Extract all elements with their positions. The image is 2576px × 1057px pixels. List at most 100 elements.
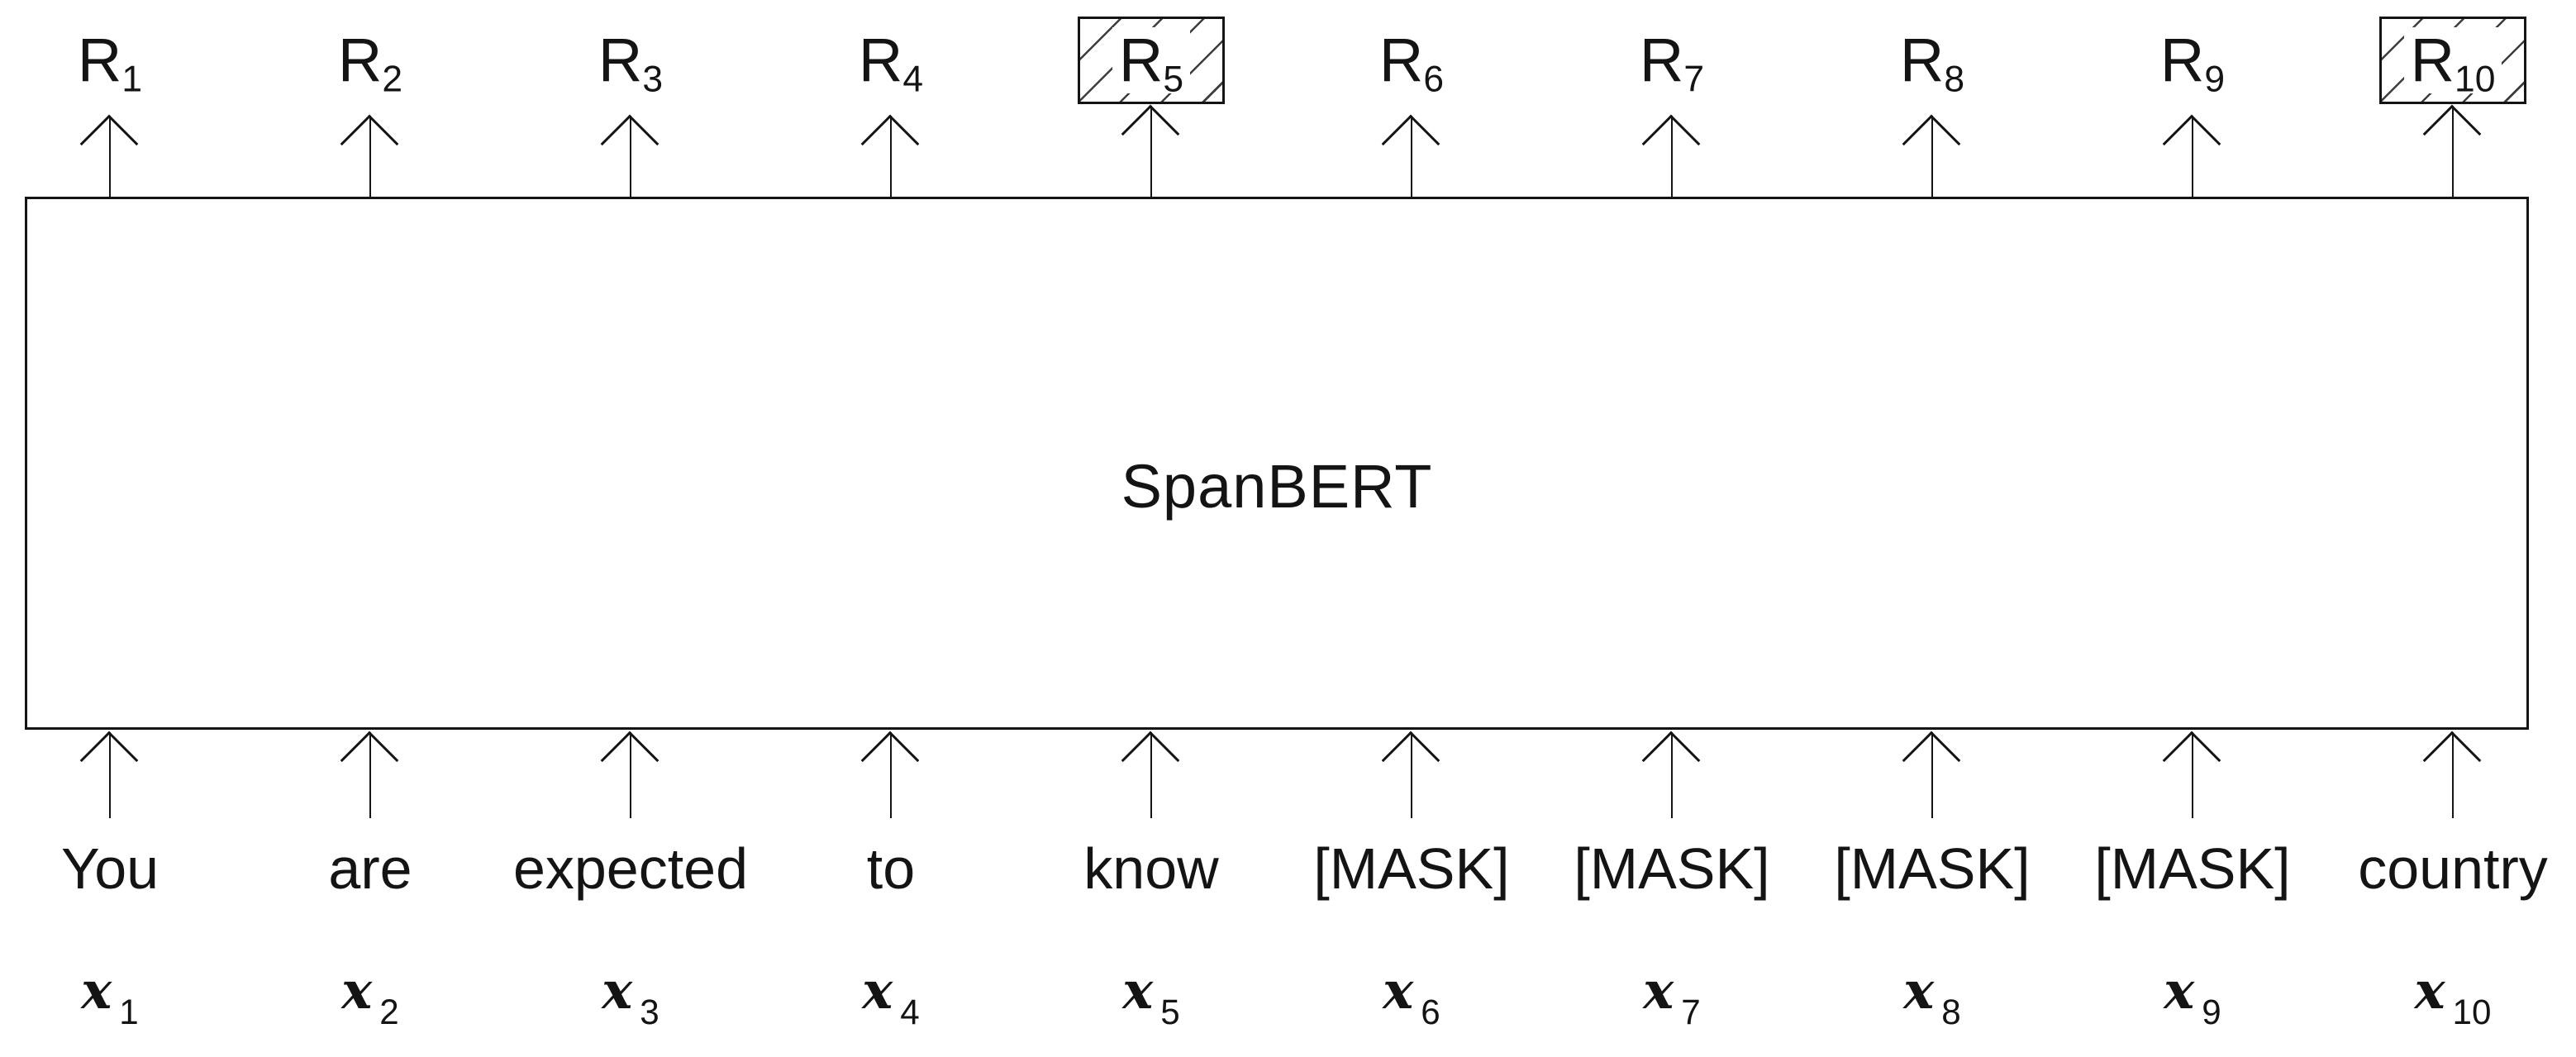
output-symbol: R	[77, 26, 122, 94]
output-representation-label: R1	[78, 30, 142, 98]
output-subscript: 10	[2455, 59, 2496, 100]
output-representation-label: R6	[1379, 30, 1444, 98]
up-arrow-head-icon	[340, 731, 399, 790]
up-arrow-head-icon	[1902, 114, 1961, 174]
up-arrow-shaft-top	[108, 116, 112, 197]
input-symbol: x	[81, 960, 112, 1021]
output-symbol: R	[858, 26, 903, 94]
input-token: to	[866, 836, 916, 901]
output-representation-label: R9	[2160, 30, 2225, 98]
up-arrow-head-icon	[1902, 731, 1961, 790]
input-subscript: 7	[1681, 992, 1701, 1031]
output-symbol: R	[2410, 26, 2455, 94]
up-arrow-shaft-top	[2191, 116, 2194, 197]
up-arrow-shaft-bottom	[2191, 732, 2194, 818]
input-symbol: x	[602, 960, 633, 1021]
up-arrow-head-icon	[2422, 104, 2482, 164]
input-subscript: 6	[1421, 992, 1440, 1031]
output-representation-label: R2	[338, 30, 402, 98]
input-symbol: x	[1643, 960, 1674, 1021]
up-arrow-shaft-top	[1410, 116, 1413, 197]
output-subscript: 3	[642, 59, 664, 100]
output-representation-box: R7	[1640, 17, 1704, 104]
output-subscript: 4	[902, 59, 924, 100]
output-symbol: R	[1118, 26, 1164, 94]
output-representation-box: R8	[1900, 17, 1964, 104]
input-subscript: 2	[379, 992, 399, 1031]
up-arrow-head-icon	[1641, 731, 1701, 790]
output-subscript: 5	[1163, 59, 1184, 100]
up-arrow-shaft-top	[1150, 106, 1153, 197]
output-representation-box: R5	[1078, 17, 1225, 104]
input-subscript: 4	[900, 992, 920, 1031]
input-subscript: 3	[640, 992, 659, 1031]
input-token: country	[2358, 836, 2548, 901]
up-arrow-head-icon	[600, 114, 659, 174]
up-arrow-shaft-bottom	[369, 732, 372, 818]
output-representation-box: R2	[338, 17, 402, 104]
output-representation-label: R7	[1640, 30, 1704, 98]
input-token: know	[1083, 836, 1219, 901]
up-arrow-shaft-bottom	[2451, 732, 2455, 818]
up-arrow-head-icon	[860, 114, 920, 174]
input-subscript: 8	[1941, 992, 1961, 1031]
up-arrow-head-icon	[79, 114, 139, 174]
output-representation-label: R10	[2403, 26, 2502, 98]
up-arrow-head-icon	[1641, 114, 1701, 174]
output-representation-box: R3	[598, 17, 663, 104]
up-arrow-shaft-top	[889, 116, 893, 197]
input-symbol: x	[1122, 960, 1154, 1021]
input-subscript: 10	[2452, 992, 2492, 1031]
up-arrow-head-icon	[2422, 731, 2482, 790]
output-representation-box: R9	[2160, 17, 2225, 104]
output-subscript: 8	[1944, 59, 1965, 100]
up-arrow-head-icon	[79, 731, 139, 790]
input-token: You	[60, 836, 160, 901]
up-arrow-head-icon	[1121, 731, 1180, 790]
output-representation-label: R4	[859, 30, 923, 98]
input-token: [MASK]	[1313, 836, 1510, 901]
output-symbol: R	[598, 26, 643, 94]
up-arrow-head-icon	[1381, 114, 1440, 174]
input-token: expected	[512, 836, 749, 901]
up-arrow-shaft-bottom	[1150, 732, 1153, 818]
input-token: [MASK]	[2094, 836, 2291, 901]
input-token: are	[328, 836, 412, 901]
output-representation-box: R10	[2379, 17, 2526, 104]
output-subscript: 9	[2204, 59, 2226, 100]
input-token: [MASK]	[1834, 836, 2031, 901]
input-subscript: 9	[2202, 992, 2221, 1031]
output-subscript: 6	[1423, 59, 1445, 100]
output-representation-label: R8	[1900, 30, 1964, 98]
model-box: SpanBERT	[25, 197, 2529, 730]
output-representation-box: R6	[1379, 17, 1444, 104]
output-symbol: R	[337, 26, 383, 94]
up-arrow-head-icon	[1121, 104, 1180, 164]
up-arrow-head-icon	[2162, 114, 2221, 174]
input-token: [MASK]	[1574, 836, 1770, 901]
output-symbol: R	[1899, 26, 1945, 94]
up-arrow-shaft-top	[1670, 116, 1674, 197]
input-symbol: x	[862, 960, 893, 1021]
output-subscript: 1	[121, 59, 143, 100]
up-arrow-head-icon	[2162, 731, 2221, 790]
output-subscript: 7	[1683, 59, 1705, 100]
input-symbol: x	[2414, 960, 2445, 1021]
input-symbol: x	[1903, 960, 1935, 1021]
up-arrow-head-icon	[600, 731, 659, 790]
up-arrow-shaft-bottom	[889, 732, 893, 818]
input-symbol: x	[2164, 960, 2195, 1021]
up-arrow-shaft-bottom	[1931, 732, 1934, 818]
up-arrow-shaft-bottom	[108, 732, 112, 818]
up-arrow-head-icon	[1381, 731, 1440, 790]
